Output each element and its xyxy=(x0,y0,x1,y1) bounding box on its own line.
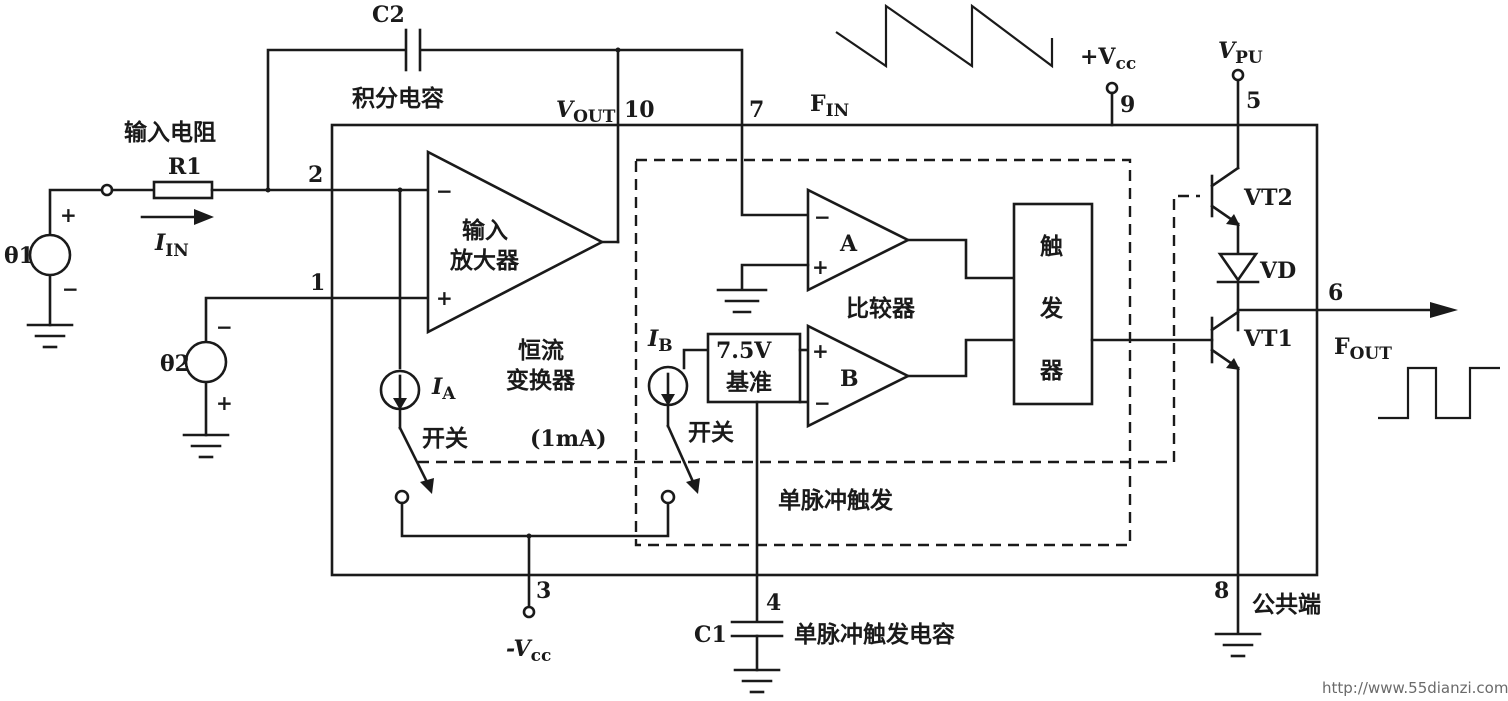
square-waveform xyxy=(1378,366,1500,420)
label-vd: VD xyxy=(1259,258,1296,284)
input-amplifier xyxy=(426,149,605,335)
label-e1: θ1 xyxy=(4,243,34,269)
watermark: http://www.55dianzi.com xyxy=(1322,679,1508,697)
pin-4-label: 4 xyxy=(766,590,781,616)
comp-a-minus-sign: − xyxy=(814,205,831,229)
label-vout: VOUT xyxy=(556,97,616,127)
label-vt2: VT2 xyxy=(1243,185,1293,211)
comp-b-plus-sign: + xyxy=(812,339,829,363)
label-switch-a: 开关 xyxy=(422,425,468,452)
label-current: (1mA) xyxy=(530,426,606,452)
label-converter-1: 恒流 xyxy=(518,337,564,364)
reference-7v5 xyxy=(706,332,802,404)
label-switch-b: 开关 xyxy=(688,419,734,446)
label-c2: C2 xyxy=(372,2,405,28)
pin-3-label: 3 xyxy=(536,578,551,604)
switch-control-line xyxy=(418,194,1200,464)
comp-a-ground-wire xyxy=(740,263,810,290)
trigger-block xyxy=(1012,202,1094,406)
label-ib: IB xyxy=(647,326,673,356)
e1-top-wire xyxy=(48,188,106,236)
switch-a-blade xyxy=(398,426,430,486)
pin-9-label: 9 xyxy=(1120,92,1135,118)
input-terminal xyxy=(100,183,114,197)
comparator-b xyxy=(806,323,911,429)
e1-plus-sign: + xyxy=(60,203,77,227)
pin-1-label: 1 xyxy=(310,270,325,296)
label-comparator: 比较器 xyxy=(846,295,916,322)
vcc-terminal xyxy=(1105,81,1119,95)
pin-6-label: 6 xyxy=(1328,280,1343,306)
fout-arrowhead xyxy=(1430,302,1458,318)
vpu-terminal xyxy=(1231,68,1245,82)
pin-2-label: 2 xyxy=(308,162,323,188)
label-vpu: VPU xyxy=(1218,38,1263,68)
label-amp-2: 放大器 xyxy=(449,247,520,274)
label-c2-desc: 积分电容 xyxy=(352,85,444,112)
comp-a-plus-sign: + xyxy=(812,255,829,279)
switch-b-contact xyxy=(660,489,676,505)
comp-b-output xyxy=(906,338,1016,378)
label-trigger-3: 器 xyxy=(1039,358,1064,384)
label-converter-2: 变换器 xyxy=(506,367,576,394)
source-e2 xyxy=(184,340,228,384)
e1-minus-sign: − xyxy=(62,277,79,301)
label-vt1: VT1 xyxy=(1243,326,1293,352)
switch-a-contact xyxy=(394,489,410,505)
label-fin: FIN xyxy=(810,91,849,121)
sawtooth-waveform xyxy=(835,3,1054,69)
amp-minus-sign: − xyxy=(436,179,453,203)
pin-7-label: 7 xyxy=(749,97,764,123)
ic-outline xyxy=(330,123,1319,577)
label-oneshot: 单脉冲触发 xyxy=(778,487,893,514)
pin-8-label: 8 xyxy=(1214,578,1229,604)
label-vcc-pos: +Vcc xyxy=(1080,44,1136,74)
label-ref-voltage: 7.5V xyxy=(716,338,772,364)
vout-junction xyxy=(615,47,621,53)
pin3-terminal xyxy=(522,605,536,619)
pin1-wire xyxy=(204,296,434,342)
c2-wire-right xyxy=(420,48,810,217)
pin-5-label: 5 xyxy=(1246,88,1261,114)
comparator-a xyxy=(806,187,911,293)
pin-10-label: 10 xyxy=(624,97,655,123)
label-trigger-1: 触 xyxy=(1040,233,1063,260)
label-amp-1: 输入 xyxy=(462,217,508,244)
label-vcc-neg: -Vcc xyxy=(506,636,551,666)
label-r1-desc: 输入电阻 xyxy=(124,119,216,146)
diode-vd xyxy=(1217,252,1259,283)
iin-arrowhead xyxy=(194,209,214,225)
label-c1: C1 xyxy=(694,622,727,648)
oneshot-region xyxy=(634,158,1132,547)
e2-minus-sign: − xyxy=(216,315,233,339)
label-trigger-2: 发 xyxy=(1039,295,1063,322)
label-comp-a: A xyxy=(839,231,858,257)
switch-common-wire xyxy=(400,501,670,538)
comp-a-output xyxy=(906,238,1016,280)
comp-b-minus-sign: − xyxy=(814,391,831,415)
e2-plus-sign: + xyxy=(216,391,233,415)
label-iin: IIN xyxy=(154,230,189,261)
label-r1: R1 xyxy=(168,154,202,180)
label-c1-desc: 单脉冲触发电容 xyxy=(794,621,955,648)
label-ia: IA xyxy=(431,374,456,404)
switch-b-blade xyxy=(666,424,696,486)
resistor-r1 xyxy=(152,180,214,200)
c2-wire-left xyxy=(266,48,406,190)
label-comp-b: B xyxy=(840,366,859,392)
amp-plus-sign: + xyxy=(436,286,453,310)
source-e1 xyxy=(28,233,72,277)
label-fout: FOUT xyxy=(1334,334,1392,364)
label-ref-name: 基准 xyxy=(726,370,772,396)
label-e2: θ2 xyxy=(160,351,190,377)
label-common: 公共端 xyxy=(1252,592,1321,618)
